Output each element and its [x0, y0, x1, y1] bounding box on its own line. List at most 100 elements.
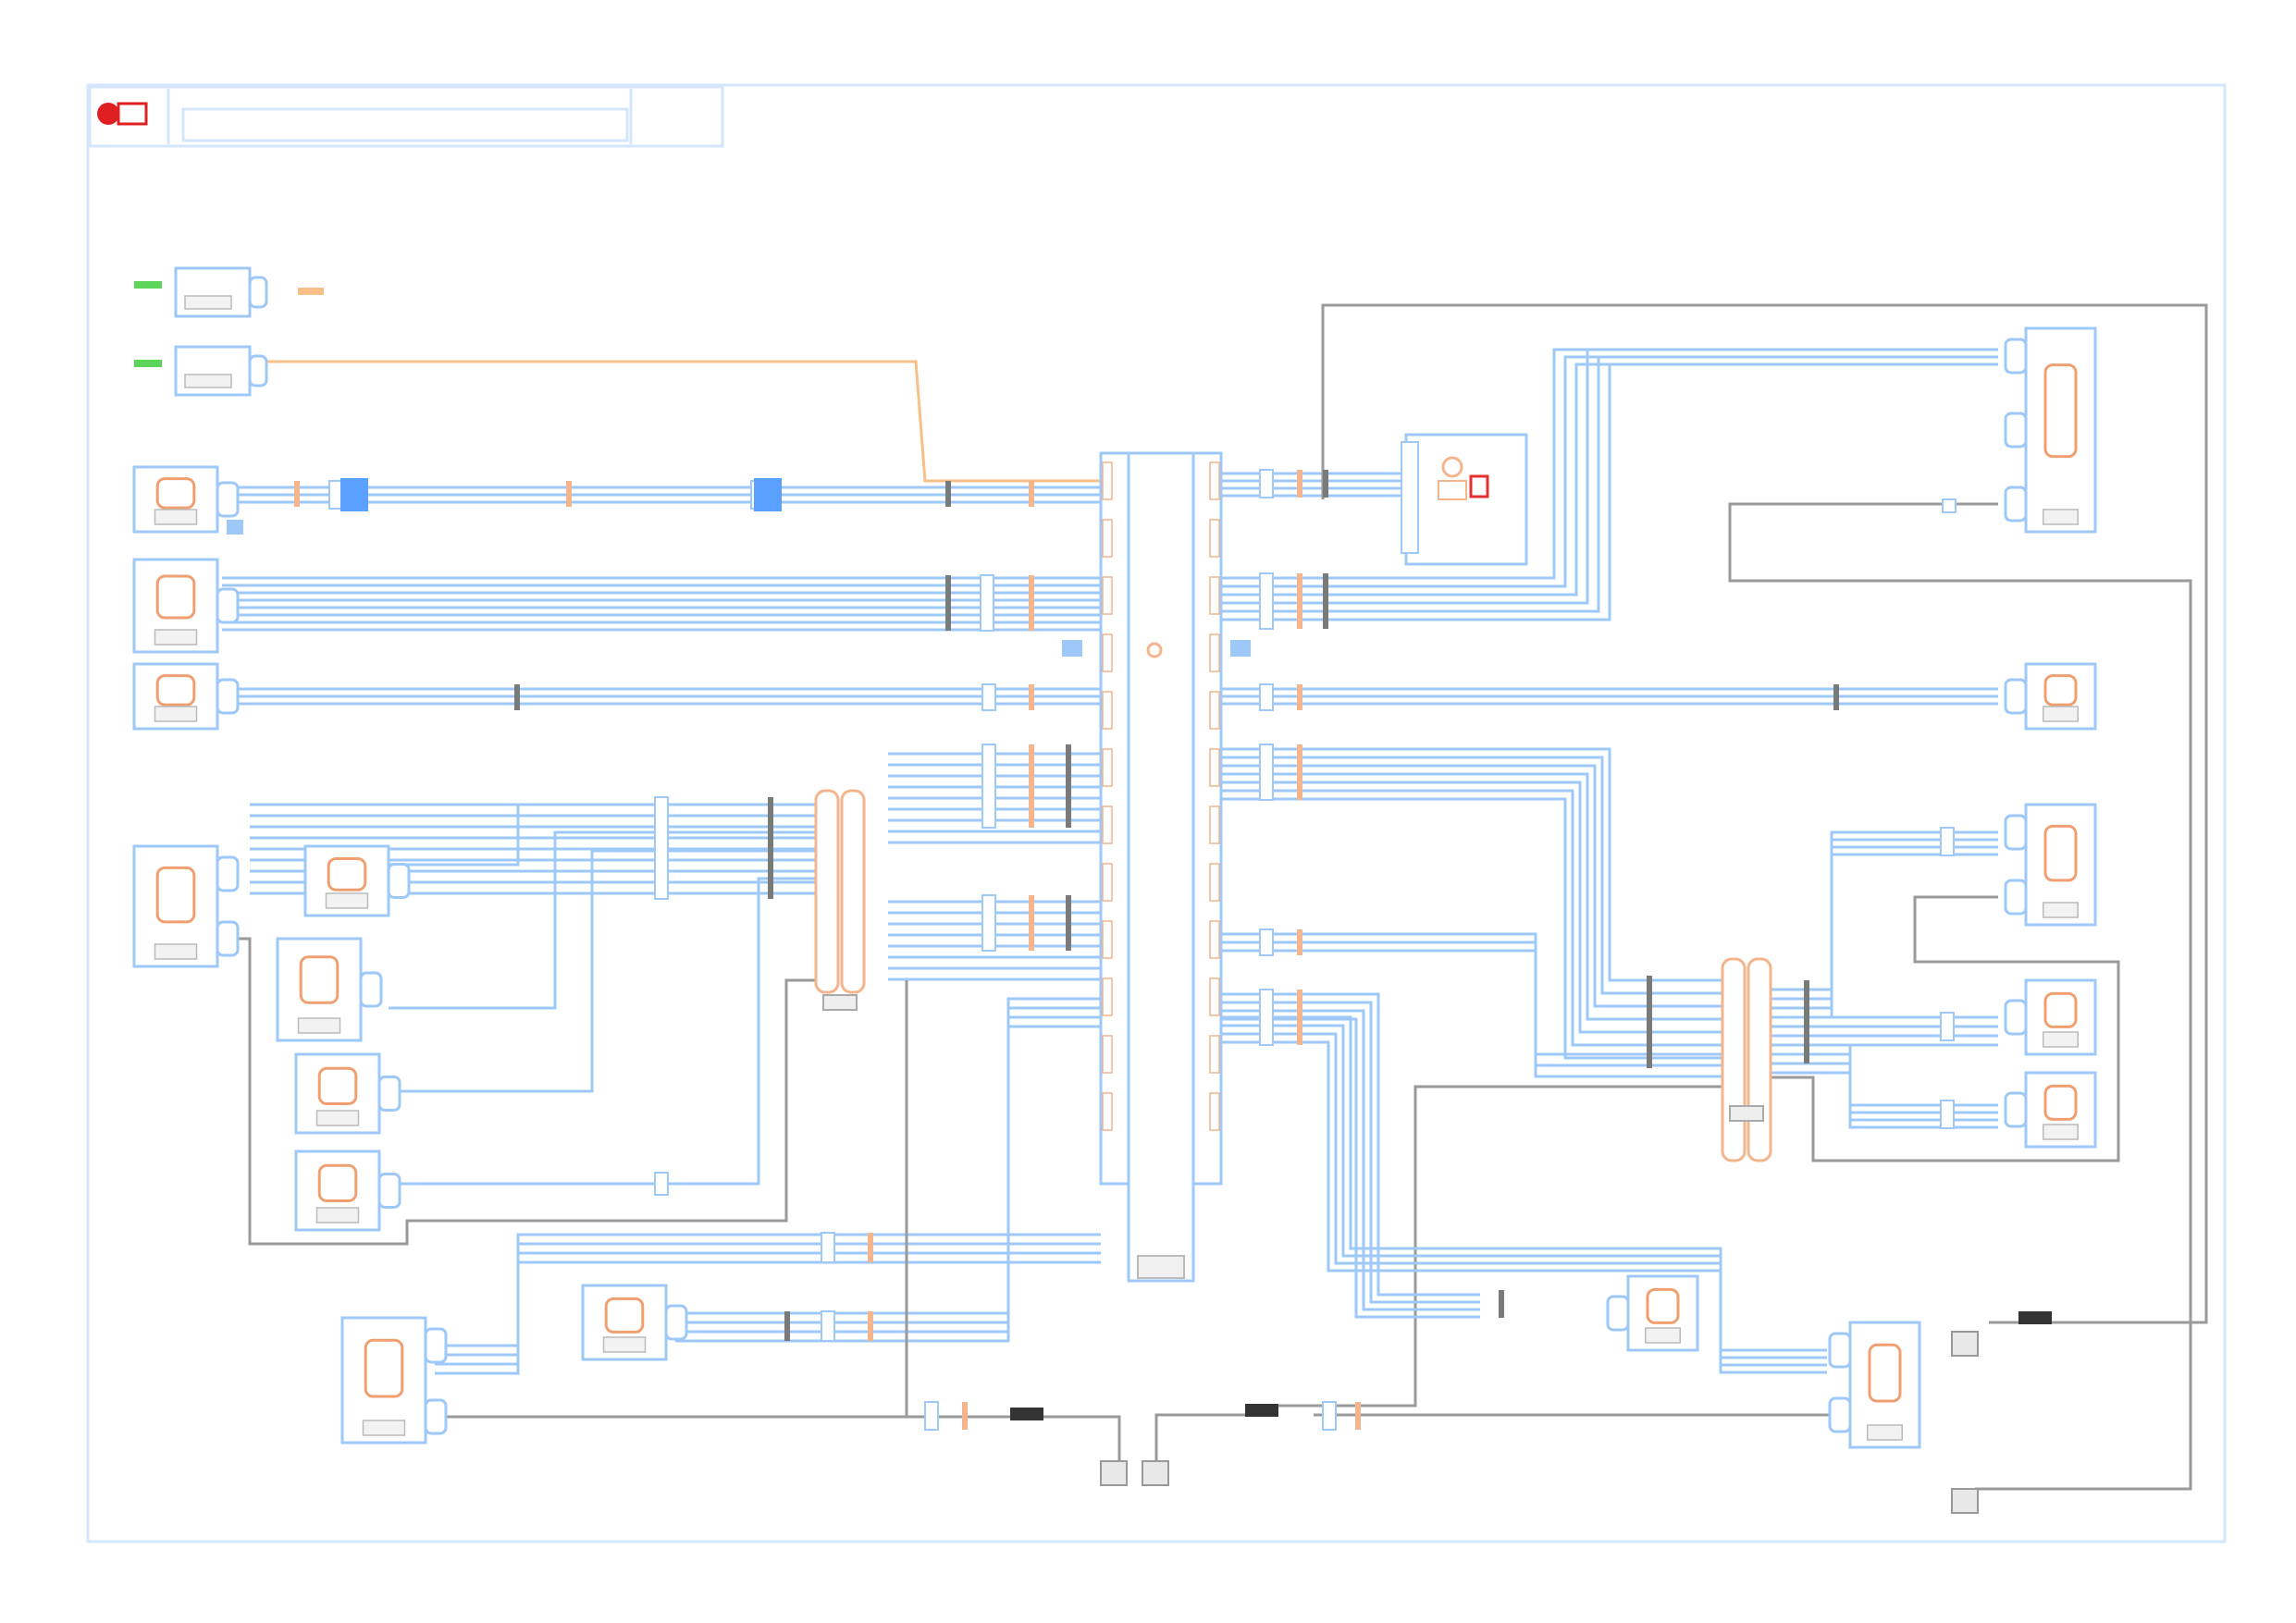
component-r6-plug-0: [1606, 1295, 1630, 1332]
wire-marker: [1940, 827, 1955, 856]
bus-pin-left: [1102, 1035, 1113, 1074]
wire-r-ground: [1771, 895, 2120, 1162]
wire-r-bottom: [1221, 1040, 1827, 1374]
wire-marker: [328, 480, 343, 510]
fuse-2: [134, 345, 268, 397]
bus-pin-right: [1209, 461, 1220, 500]
component-l2-symbol: [155, 574, 196, 620]
connector-block: [340, 478, 368, 511]
wire-power-feed: [259, 360, 1101, 483]
fuse-label-mark: [134, 281, 162, 289]
connector-block: [754, 478, 782, 511]
wire-color-marker: [1029, 684, 1034, 710]
wire-color-marker: [1297, 573, 1302, 629]
wire-r-bottom: [1221, 1017, 1480, 1319]
wire-r-bottom: [1221, 1001, 1480, 1304]
wire-ground: [222, 937, 816, 1246]
ground-splice: [1010, 1408, 1043, 1420]
wire-splice-marker: [1804, 980, 1809, 1064]
wire-marker: [654, 796, 669, 900]
component-r7: [1828, 1321, 1921, 1449]
component-l1: [132, 465, 240, 534]
component-l4-plug-1: [216, 920, 240, 957]
wire-r-splice: [1221, 756, 1722, 995]
marks-layer: [227, 461, 2052, 1431]
component-r3-plug-1: [2004, 879, 2028, 916]
component-r1-plug-0: [2004, 338, 2028, 375]
wire-color-marker: [1029, 481, 1034, 507]
component-l1-tag: [154, 509, 198, 525]
component-r4-tag: [2043, 1031, 2079, 1048]
component-r1: [2004, 326, 2097, 534]
component-l4-symbol: [155, 866, 196, 924]
wire-marker: [1259, 469, 1274, 498]
wire-bottom: [435, 1233, 1101, 1347]
wire-bottom: [435, 1260, 1101, 1375]
wire-marker: [1259, 572, 1274, 630]
wire-bottom: [675, 1006, 1101, 1324]
component-l10-symbol: [604, 1297, 645, 1334]
wire-r-bottom: [1221, 1015, 1827, 1352]
component-l6: [276, 937, 383, 1042]
wire-branch: [389, 849, 816, 1093]
component-l4-tag: [154, 943, 198, 960]
wire-r-splice: [1221, 949, 1722, 1078]
wire-color-marker: [294, 481, 300, 507]
wire-ground-bottom: [981, 1415, 1121, 1461]
bus-pin-left: [1102, 691, 1113, 730]
wire-color-marker: [962, 1402, 968, 1430]
bus-pin-left: [1102, 633, 1113, 672]
component-l4: [132, 844, 240, 968]
component-l7: [294, 1052, 401, 1135]
splice-pack-right: [1721, 957, 1772, 1162]
wire-bottom: [675, 1015, 1101, 1334]
wire-splice-marker: [514, 684, 520, 710]
wire-r-out: [1771, 838, 1998, 1001]
bus-pin-right: [1209, 805, 1220, 844]
wire-marker: [227, 520, 243, 535]
component-l3-symbol: [155, 674, 196, 707]
wire-splice-marker: [1323, 470, 1328, 498]
component-r1-plug-2: [2004, 486, 2028, 523]
component-l3: [132, 662, 240, 731]
wire-color-marker: [868, 1311, 873, 1341]
wire-marker: [924, 1401, 939, 1431]
bus-pin-right: [1209, 691, 1220, 730]
wire-marker: [981, 683, 996, 711]
component-r1-body: [2024, 326, 2097, 534]
components-layer: [132, 266, 2097, 1514]
wire-bottom: [435, 1242, 1101, 1357]
title-block: [88, 85, 724, 148]
component-r5-tag: [2043, 1124, 2079, 1140]
component-r6-tag: [1645, 1327, 1681, 1344]
central-junction-block: [1099, 451, 1223, 1283]
title-field: [181, 107, 629, 142]
component-l1-plug-0: [216, 481, 240, 518]
wire-r-splice: [1221, 772, 1722, 1021]
bus-pin-right: [1209, 1035, 1220, 1074]
component-r3-tag: [2043, 902, 2079, 918]
wire-marker: [981, 894, 996, 952]
component-r7-plug-0: [1828, 1332, 1852, 1369]
indicator-marker: [298, 288, 324, 295]
fuse-label-mark: [134, 360, 162, 367]
component-l9-plug-0: [424, 1327, 448, 1364]
bus-pin-left: [1102, 920, 1113, 959]
component-r7-tag: [1867, 1424, 1903, 1441]
wire-r-bottom: [1221, 1032, 1827, 1367]
wire-splice-marker: [1066, 744, 1071, 828]
bus-pin-left: [1102, 805, 1113, 844]
module-icon: [1401, 433, 1528, 566]
wire-bottom: [675, 1025, 1101, 1343]
component-r3-symbol: [2043, 824, 2078, 882]
component-l8-tag: [315, 1207, 360, 1223]
component-l3-plug-0: [216, 678, 240, 715]
wire-r-top: [1221, 363, 1998, 621]
component-l5-symbol: [327, 857, 367, 891]
component-r1-symbol: [2043, 363, 2078, 459]
component-l6-symbol: [299, 955, 339, 1004]
fuse-tag: [184, 374, 232, 388]
bus-marker: [1230, 640, 1251, 657]
ground-terminal-1: [1100, 1460, 1128, 1486]
wire-r-out: [1771, 1071, 1998, 1129]
